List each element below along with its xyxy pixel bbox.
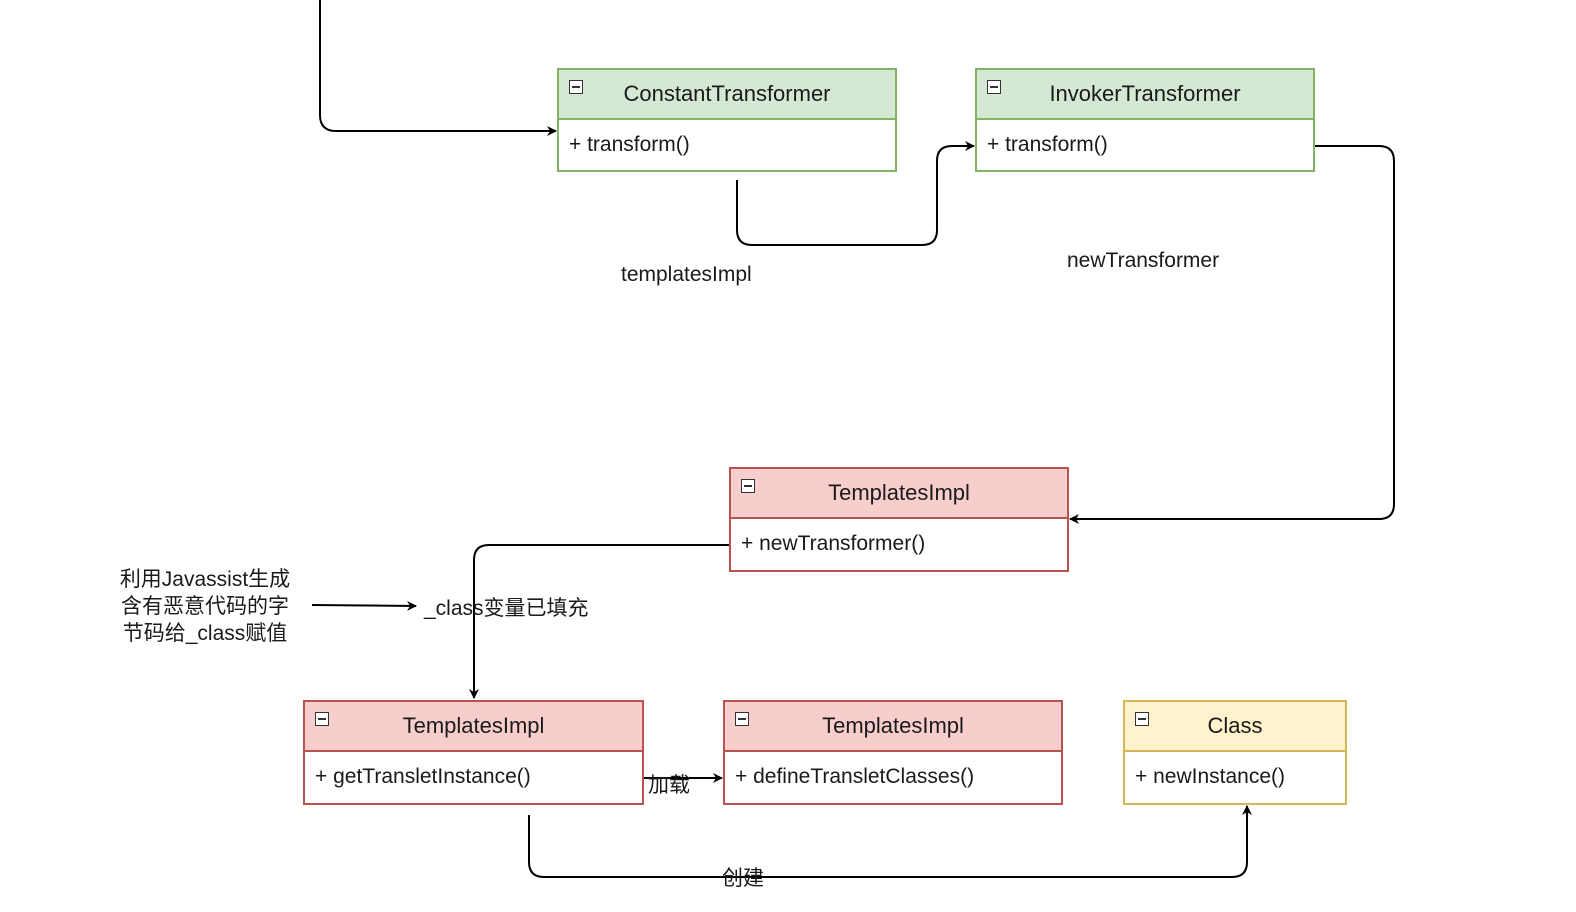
templates-impl-header: TemplatesImpl: [731, 469, 1067, 519]
note-line-3: 节码给_class赋值: [122, 622, 288, 645]
label-new-transformer: newTransformer: [1067, 249, 1220, 272]
class-newinstance-class[interactable]: Class + newInstance(): [1123, 700, 1347, 805]
class-name: InvokerTransformer: [1049, 81, 1241, 106]
invoker-transformer-class[interactable]: InvokerTransformer + transform(): [975, 68, 1315, 172]
edge-gettranslet-to-class: [528, 805, 1252, 878]
constant-transformer-method: + transform(): [559, 120, 895, 170]
class-name: TemplatesImpl: [828, 480, 970, 505]
method-label: + defineTransletClasses(): [735, 765, 975, 788]
constant-transformer-class[interactable]: ConstantTransformer + transform(): [557, 68, 897, 172]
edge-newtransformer-to-gettranslet: [469, 544, 729, 699]
class-name: ConstantTransformer: [623, 81, 831, 106]
label-create: 创建: [722, 867, 764, 890]
collapse-icon[interactable]: [987, 80, 1001, 94]
class-method: + newInstance(): [1125, 752, 1345, 802]
collapse-icon[interactable]: [1135, 712, 1149, 726]
method-label: + transform(): [987, 133, 1108, 156]
class-name: TemplatesImpl: [402, 713, 545, 738]
edge-constant-to-invoker: [736, 141, 975, 246]
note-line-1: 利用Javassist生成: [119, 568, 291, 591]
note-line-2: 含有恶意代码的字: [121, 595, 289, 618]
edge-note-to-class-label: [311, 600, 417, 611]
method-label: + transform(): [569, 133, 690, 156]
method-label: + newInstance(): [1135, 765, 1285, 788]
label-load: 加载: [648, 774, 690, 797]
class-header: Class: [1125, 702, 1345, 752]
constant-transformer-header: ConstantTransformer: [559, 70, 895, 120]
invoker-transformer-method: + transform(): [977, 120, 1313, 170]
label-templates-impl: templatesImpl: [621, 263, 752, 286]
templates-impl-method: + defineTransletClasses(): [725, 752, 1061, 802]
collapse-icon[interactable]: [741, 479, 755, 493]
method-label: + getTransletInstance(): [315, 765, 531, 788]
label-class-filled: _class变量已填充: [424, 597, 589, 620]
class-name: Class: [1207, 713, 1263, 738]
collapse-icon[interactable]: [735, 712, 749, 726]
collapse-icon[interactable]: [569, 80, 583, 94]
templates-impl-header: TemplatesImpl: [305, 702, 642, 752]
collapse-icon[interactable]: [315, 712, 329, 726]
templates-impl-method: + getTransletInstance(): [305, 752, 642, 802]
class-name: TemplatesImpl: [822, 713, 964, 738]
edge-invoker-to-templates: [1069, 145, 1395, 524]
templates-impl-method: + newTransformer(): [731, 519, 1067, 569]
invoker-transformer-header: InvokerTransformer: [977, 70, 1313, 120]
templates-impl-gettranslet-class[interactable]: TemplatesImpl + getTransletInstance(): [303, 700, 644, 805]
templates-impl-define-class[interactable]: TemplatesImpl + defineTransletClasses(): [723, 700, 1063, 805]
javassist-note: 利用Javassist生成 含有恶意代码的字 节码给_class赋值: [100, 566, 310, 647]
method-label: + newTransformer(): [741, 532, 926, 555]
templates-impl-header: TemplatesImpl: [725, 702, 1061, 752]
templates-impl-newtransformer-class[interactable]: TemplatesImpl + newTransformer(): [729, 467, 1069, 572]
edge-into-constant-transformer: [319, 0, 557, 136]
